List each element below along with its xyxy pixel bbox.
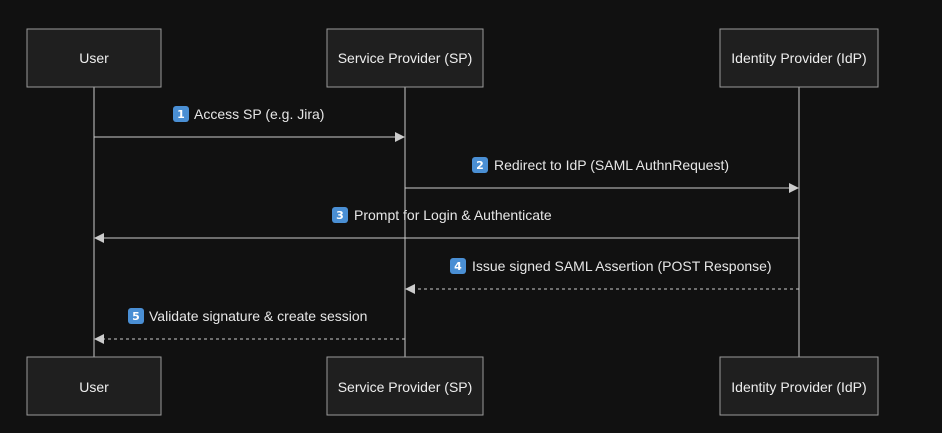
actor-bottom-user[interactable]: User (26, 356, 162, 416)
actor-label: Service Provider (SP) (338, 50, 473, 66)
lifelines (93, 87, 800, 357)
actor-top-idp[interactable]: Identity Provider (IdP) (719, 28, 879, 88)
svg-text:4: 4 (454, 260, 462, 273)
svg-text:1: 1 (177, 108, 185, 121)
message-label-3: Prompt for Login & Authenticate (354, 207, 552, 223)
number-3-icon: 3 (332, 207, 348, 223)
number-1-icon: 1 (173, 106, 189, 122)
number-2-icon: 2 (472, 157, 488, 173)
actor-label: Service Provider (SP) (338, 379, 473, 395)
actor-label: Identity Provider (IdP) (731, 50, 866, 66)
message-label-1: Access SP (e.g. Jira) (194, 106, 324, 122)
message-1: 1 Access SP (e.g. Jira) (94, 106, 405, 142)
number-5-icon: 5 (128, 308, 144, 324)
svg-text:3: 3 (336, 209, 344, 222)
actor-bottom-idp[interactable]: Identity Provider (IdP) (719, 356, 879, 416)
message-5: 5 Validate signature & create session (94, 308, 405, 344)
message-label-4: Issue signed SAML Assertion (POST Respon… (472, 258, 772, 274)
actor-bottom-sp[interactable]: Service Provider (SP) (326, 356, 484, 416)
actor-top-user[interactable]: User (26, 28, 162, 88)
message-label-2: Redirect to IdP (SAML AuthnRequest) (494, 157, 729, 173)
number-4-icon: 4 (450, 258, 466, 274)
actor-top-sp[interactable]: Service Provider (SP) (326, 28, 484, 88)
svg-text:5: 5 (132, 310, 140, 323)
svg-text:2: 2 (476, 159, 484, 172)
actor-label: User (79, 50, 109, 66)
message-label-5: Validate signature & create session (149, 308, 367, 324)
message-3: 3 Prompt for Login & Authenticate (94, 207, 799, 243)
actor-label: User (79, 379, 109, 395)
message-2: 2 Redirect to IdP (SAML AuthnRequest) (405, 157, 799, 193)
message-4: 4 Issue signed SAML Assertion (POST Resp… (405, 258, 799, 294)
actor-label: Identity Provider (IdP) (731, 379, 866, 395)
